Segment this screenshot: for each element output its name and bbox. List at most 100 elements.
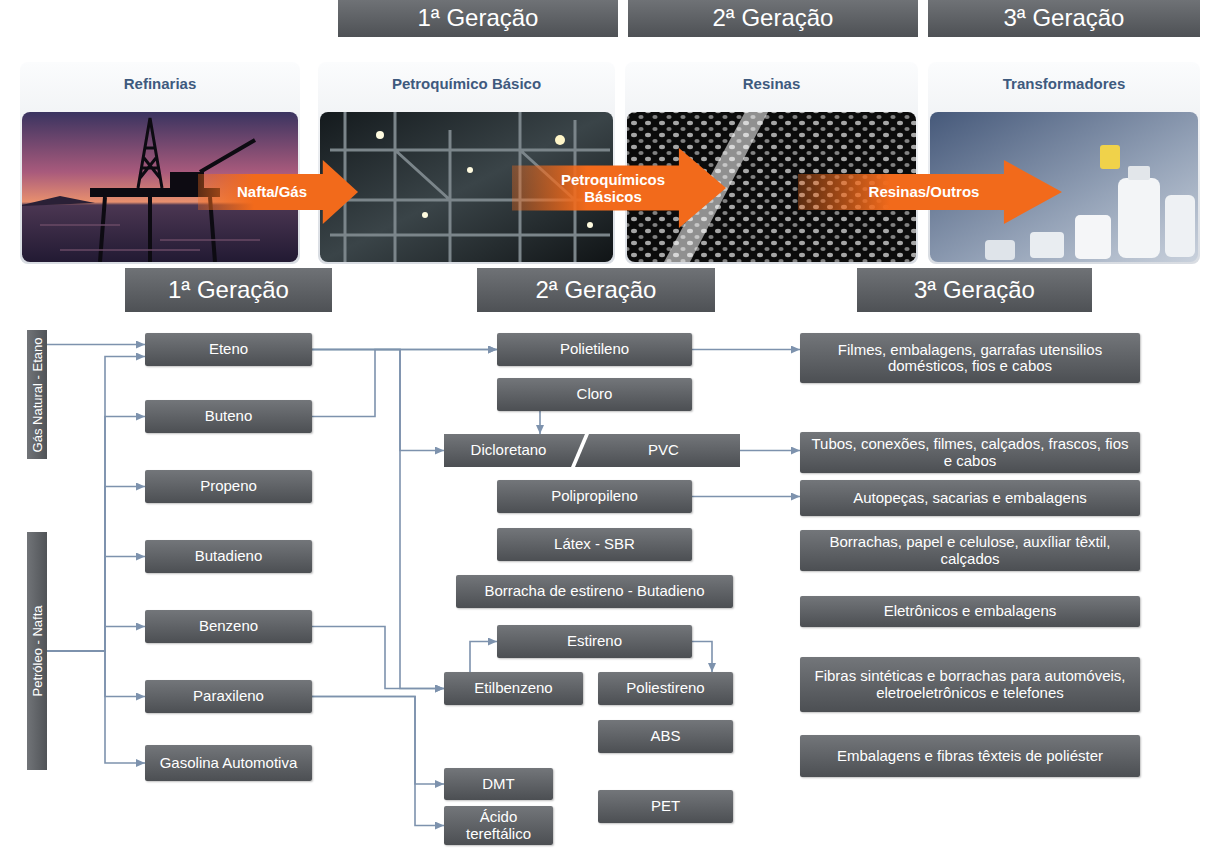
panel-ground (20, 62, 300, 264)
stage-panel: Petroquímico Básico (318, 62, 615, 112)
flow-arrow: Resinas/Outros (798, 160, 1062, 224)
node-text: Propeno (200, 478, 257, 495)
flow-connector (312, 350, 444, 451)
product-box: Cloro (497, 378, 692, 411)
product-box: Benzeno (145, 610, 312, 643)
product-box: PVC (575, 434, 740, 467)
node-text: Eletrônicos e embalagens (884, 603, 1057, 620)
node-text: Ácido tereftálico (450, 809, 547, 842)
node-text: Borrachas, papel e celulose, auxíliar tê… (810, 534, 1130, 567)
light (587, 222, 593, 228)
product-box: Borracha de estireno - Butadieno (456, 575, 733, 608)
arrow-body (798, 160, 1062, 224)
product-box: ABS (598, 720, 733, 753)
light (555, 135, 565, 145)
product-box: Estireno (497, 625, 692, 658)
node-text: PVC (648, 442, 679, 459)
jar (1075, 215, 1111, 259)
node-text: Buteno (205, 408, 253, 425)
generation-header: 3ª Geração (928, 0, 1200, 37)
product-box: Buteno (145, 400, 312, 433)
node-text: 3ª Geração (914, 277, 1035, 303)
node-text: Polipropileno (551, 488, 638, 505)
node-text: 2ª Geração (713, 5, 834, 31)
application-box: Autopeças, sacarias e embalagens (800, 480, 1140, 516)
light (467, 167, 473, 173)
hill (22, 196, 95, 206)
node-text: Nafta/Gás (237, 183, 307, 200)
node-text: Filmes, embalagens, garrafas utensilios … (810, 342, 1130, 375)
stage-panel: Transformadores (928, 62, 1200, 112)
node-text: Embalagens e fibras têxteis de poliéster (837, 748, 1103, 765)
flow-connector (692, 349, 800, 351)
flow-connector (539, 411, 541, 434)
node-text: ABS (650, 728, 680, 745)
node-text: 2ª Geração (536, 277, 657, 303)
node-text: Autopeças, sacarias e embalagens (853, 490, 1086, 507)
flow-connector (47, 487, 145, 652)
jar (1030, 232, 1064, 258)
product-box: Butadieno (145, 540, 312, 573)
flow-connector (312, 350, 444, 689)
node-text: Etilbenzeno (474, 680, 552, 697)
product-box: Látex - SBR (497, 528, 692, 561)
node-text: Polietileno (560, 341, 629, 358)
node-text: Benzeno (199, 618, 258, 635)
node-text: Fibras sintéticas e borrachas para autom… (810, 668, 1130, 701)
flow-arrow: Petroquímicos Básicos (512, 148, 726, 228)
product-box: Gasolina Automotiva (145, 745, 312, 781)
sea-glint (40, 225, 260, 250)
bottle-cap (1128, 166, 1150, 180)
product-box: Poliestireno (598, 672, 733, 705)
node-text: 1ª Geração (418, 5, 539, 31)
flow-connector (312, 697, 444, 785)
node-text: Cloro (577, 386, 613, 403)
jar (985, 240, 1015, 260)
arrow-body (512, 148, 726, 228)
flow-connector (692, 642, 712, 673)
node-text: Petróleo - Nafta (30, 605, 45, 696)
node-text: Refinarias (124, 76, 197, 93)
application-box: Embalagens e fibras têxteis de poliéster (800, 735, 1140, 777)
node-text: Dicloretano (471, 442, 547, 459)
node-text: Látex - SBR (554, 536, 635, 553)
flow-arrow: Nafta/Gás (198, 160, 358, 224)
flow-connector (47, 417, 145, 652)
product-box: Propeno (145, 470, 312, 503)
product-box: PET (598, 790, 733, 823)
product-box: Dicloretano (444, 434, 585, 467)
generation-header: 1ª Geração (338, 0, 618, 37)
product-box: DMT (444, 768, 553, 800)
product-box: Ácido tereftálico (444, 806, 553, 845)
feedstock-box: Gás Natural - Etano (27, 330, 47, 459)
product-box: Polipropileno (497, 480, 692, 513)
node-text: Eteno (209, 341, 248, 358)
node-text: Poliestireno (626, 680, 704, 697)
node-text: Tubos, conexões, filmes, calçados, frasc… (810, 436, 1130, 469)
flow-connector (47, 357, 145, 652)
flow-connector (47, 651, 145, 763)
panel-ground (928, 62, 1200, 264)
node-text: Resinas (743, 76, 801, 93)
flow-connector (692, 496, 800, 498)
flow-connector (312, 627, 444, 689)
node-text: 1ª Geração (168, 277, 289, 303)
node-text: Gasolina Automotiva (160, 755, 298, 772)
product-box: Eteno (145, 333, 312, 366)
flow-connector (47, 344, 145, 346)
node-text: Resinas/Outros (869, 183, 980, 200)
stage-panel: Resinas (625, 62, 918, 112)
node-text: PET (651, 798, 680, 815)
light (422, 212, 428, 218)
flow-connector (47, 651, 145, 697)
flow-connector (312, 350, 497, 417)
generation-header: 3ª Geração (857, 268, 1092, 312)
flow-connector (312, 697, 444, 826)
application-box: Eletrônicos e embalagens (800, 596, 1140, 627)
application-box: Filmes, embalagens, garrafas utensilios … (800, 333, 1140, 383)
generation-header: 2ª Geração (477, 268, 715, 312)
product-box: Etilbenzeno (444, 672, 583, 705)
node-text: DMT (482, 776, 515, 793)
node-text: Estireno (567, 633, 622, 650)
